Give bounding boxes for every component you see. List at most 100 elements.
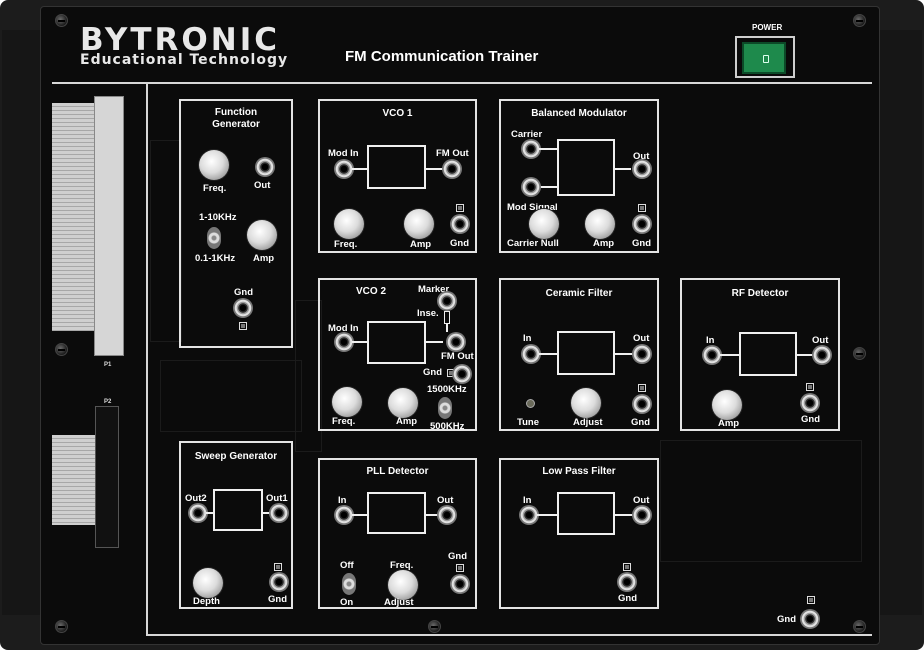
off-label: Off [340,560,354,571]
carrier-jack[interactable] [521,139,541,159]
freq-label: Freq. [390,560,414,571]
pcb-trace [150,140,182,342]
carrier-null-knob[interactable] [529,209,559,239]
amp-knob[interactable] [404,209,434,239]
amp-knob[interactable] [712,390,742,420]
ground-symbol-icon [623,563,631,571]
mod-in-jack[interactable] [334,332,354,352]
mod-in-jack[interactable] [334,159,354,179]
range-high-label: 1-10KHz [199,212,237,223]
marker-jack[interactable] [437,291,457,311]
freq-adjust-knob[interactable] [388,570,418,600]
connector-p2[interactable] [95,406,119,548]
out-jack[interactable] [812,345,832,365]
gnd-jack[interactable] [450,574,470,594]
pcb-trace [160,360,302,432]
out1-label: Out1 [266,493,288,504]
depth-knob[interactable] [193,568,223,598]
gnd-jack[interactable] [617,572,637,592]
filter-block [557,331,615,375]
wire [425,168,443,170]
depth-label: Depth [193,596,220,607]
tune-trimmer[interactable] [526,399,535,408]
fm-out-jack[interactable] [442,159,462,179]
gnd-label: Gnd [801,414,820,425]
pcb-trace [295,300,322,452]
pll-detector-module: PLL Detector In Out Gnd Off On Freq. Adj… [318,458,477,609]
module-title: Low Pass Filter [542,466,616,477]
screw-icon [853,347,866,360]
out-label: Out [633,495,650,506]
in-jack[interactable] [702,345,722,365]
gnd-jack[interactable] [450,214,470,234]
freq-knob[interactable] [332,387,362,417]
wire [539,186,558,188]
power-switch[interactable] [742,42,786,74]
wire [614,514,633,516]
out-label: Out [633,151,650,162]
range-toggle[interactable] [438,397,452,419]
header-divider [52,82,872,84]
freq-knob[interactable] [334,209,364,239]
fm-out-jack[interactable] [446,332,466,352]
out-jack[interactable] [632,159,652,179]
wire [537,514,558,516]
vco2-module: VCO 2 Marker Inse. Mod In FM Out Gnd 150… [318,278,477,432]
filter-block [557,492,615,535]
out-jack[interactable] [437,505,457,525]
left-bezel [2,30,40,615]
connector-p1[interactable] [94,96,124,356]
gnd-jack[interactable] [452,364,472,384]
ceramic-filter-module: Ceramic Filter In Out Tune Adjust Gnd [499,278,659,431]
freq-knob[interactable] [199,150,229,180]
adjust-knob[interactable] [571,388,601,418]
gnd-jack[interactable] [233,298,253,318]
out-jack[interactable] [632,505,652,525]
on-off-toggle[interactable] [342,573,356,595]
wire [425,341,443,343]
adjust-label: Adjust [384,597,414,608]
connector-p1-label: P1 [104,362,112,368]
ground-symbol-icon [638,204,646,212]
out1-jack[interactable] [269,503,289,523]
on-label: On [340,597,354,608]
amp-knob[interactable] [388,388,418,418]
balanced-modulator-module: Balanced Modulator Carrier Out Mod Signa… [499,99,659,253]
mod-signal-jack[interactable] [521,177,541,197]
gnd-jack[interactable] [800,393,820,413]
board-gnd-jack[interactable] [800,609,820,629]
out-jack[interactable] [255,157,275,177]
vco1-module: VCO 1 Mod In FM Out Freq. Amp Gnd [318,99,477,253]
ground-symbol-icon [638,384,646,392]
ground-symbol-icon [807,596,815,604]
out-jack[interactable] [632,344,652,364]
wire [614,168,631,170]
gnd-label: Gnd [631,417,650,428]
wire [446,324,448,332]
in-jack[interactable] [519,505,539,525]
vco2-block [367,321,426,364]
power-label: POWER [752,23,783,32]
range-toggle[interactable] [207,227,221,249]
gnd-jack[interactable] [269,572,289,592]
sweep-generator-module: Sweep Generator Out2 Out1 Depth Gnd [179,441,293,609]
in-jack[interactable] [521,344,541,364]
amp-knob[interactable] [585,209,615,239]
gnd-label: Gnd [618,593,637,604]
gnd-label: Gnd [423,367,442,378]
gnd-jack[interactable] [632,214,652,234]
adjust-label: Adjust [573,417,603,428]
module-title: VCO 2 [356,286,387,297]
board-gnd-label: Gnd [777,614,796,625]
ground-symbol-icon [456,204,464,212]
fm-out-label: FM Out [436,148,469,159]
sweep-block [213,489,263,531]
amp-knob[interactable] [247,220,277,250]
rf-detector-module: RF Detector In Out Amp Gnd [680,278,840,431]
out2-jack[interactable] [188,503,208,523]
in-jack[interactable] [334,505,354,525]
ribbon-cable-bottom [52,435,98,525]
wire [796,354,814,356]
gnd-jack[interactable] [632,394,652,414]
amp-label: Amp [593,238,615,249]
